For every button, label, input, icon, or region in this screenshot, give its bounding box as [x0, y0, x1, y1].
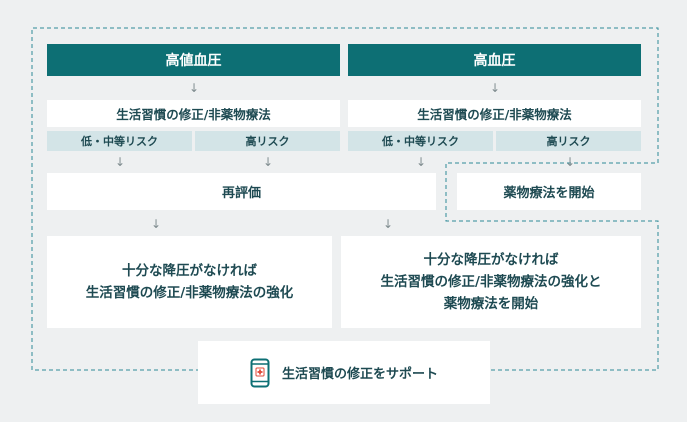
reevaluate-box: 再評価: [47, 173, 436, 210]
arrow-down: ↓: [262, 155, 274, 169]
outcome-box-right: 十分な降圧がなければ 生活習慣の修正/非薬物療法の強化と 薬物療法を開始: [341, 236, 641, 328]
arrow-down: ↓: [188, 81, 200, 95]
smartphone-medical-icon: [250, 358, 270, 388]
risk-high-left: 高リスク: [195, 131, 340, 151]
header-hypertension: 高血圧: [348, 44, 641, 76]
lifestyle-box-left: 生活習慣の修正/非薬物療法: [47, 100, 340, 127]
outcome-right-line1: 十分な降圧がなければ: [423, 251, 559, 268]
arrow-down: ↓: [150, 217, 162, 231]
risk-high-right: 高リスク: [496, 131, 641, 151]
start-drug-box: 薬物療法を開始: [457, 173, 641, 210]
arrow-down: ↓: [415, 155, 427, 169]
support-box: 生活習慣の修正をサポート: [198, 341, 490, 404]
risk-low-mid-right: 低・中等リスク: [348, 131, 493, 151]
risk-low-mid-left: 低・中等リスク: [47, 131, 192, 151]
outcome-box-left: 十分な降圧がなければ 生活習慣の修正/非薬物療法の強化: [47, 236, 332, 328]
arrow-down: ↓: [114, 155, 126, 169]
header-high-normal-bp: 高値血圧: [47, 44, 340, 76]
support-label: 生活習慣の修正をサポート: [281, 367, 438, 382]
lifestyle-box-right: 生活習慣の修正/非薬物療法: [348, 100, 641, 127]
outcome-left-line1: 十分な降圧がなければ: [122, 262, 257, 279]
outcome-left-line2: 生活習慣の修正/非薬物療法の強化: [85, 285, 294, 301]
outcome-right-line3: 薬物療法を開始: [443, 296, 539, 313]
outcome-right-line2: 生活習慣の修正/非薬物療法の強化と: [380, 273, 602, 290]
arrow-down: ↓: [489, 81, 501, 95]
arrow-down: ↓: [564, 155, 576, 169]
arrow-down: ↓: [382, 217, 394, 231]
